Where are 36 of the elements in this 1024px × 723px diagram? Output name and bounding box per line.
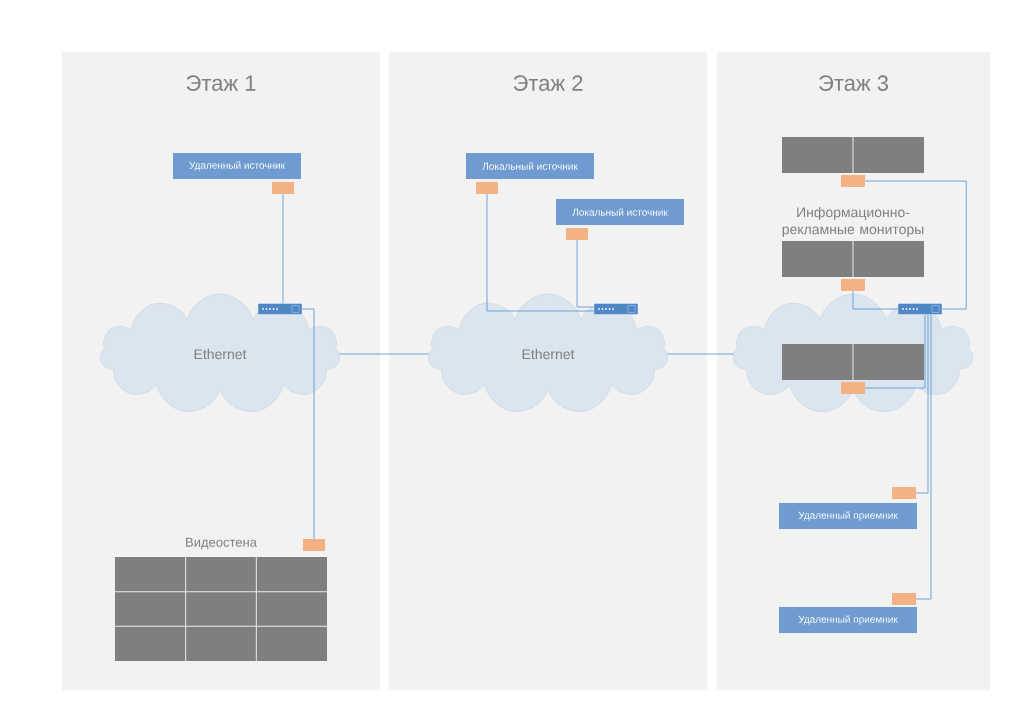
network-cloud: Ethernet — [428, 293, 668, 412]
device-box: Удаленный источник — [173, 153, 301, 179]
cable-line — [667, 353, 734, 355]
adapter-box — [841, 279, 865, 291]
cable-line — [864, 314, 926, 389]
cable-line — [339, 353, 429, 355]
adapter-box — [841, 382, 865, 394]
cable-line — [486, 193, 595, 312]
switch-icon — [593, 303, 639, 315]
monitor-pair — [782, 136, 924, 174]
adapter-box — [476, 182, 498, 194]
adapter-box — [566, 228, 588, 240]
monitor-pair — [782, 343, 924, 381]
switch-icon — [897, 303, 943, 315]
caption-text: Информационно-рекламные мониторы — [782, 207, 924, 237]
node-label: Видеостена — [186, 537, 257, 550]
cable-line — [852, 290, 899, 310]
cable-line — [282, 193, 284, 304]
adapter-box — [272, 182, 294, 194]
adapter-box — [892, 487, 916, 499]
switch-icon — [257, 303, 303, 315]
cable-line — [915, 314, 932, 600]
network-cloud: Ethernet — [100, 293, 340, 412]
cable-line — [301, 308, 315, 540]
adapter-box — [303, 539, 325, 551]
adapter-box — [892, 593, 916, 605]
video-wall: Видеостена — [114, 537, 328, 662]
device-box: Удаленный приемник — [779, 503, 917, 529]
cable-line — [915, 314, 929, 494]
adapter-box — [841, 175, 865, 187]
monitor-pair — [782, 240, 924, 278]
device-box: Локальный источник — [466, 153, 594, 179]
cable-line — [864, 180, 967, 310]
cable-line — [576, 239, 595, 308]
device-box: Локальный источник — [556, 199, 684, 225]
device-box: Удаленный приемник — [779, 607, 917, 633]
